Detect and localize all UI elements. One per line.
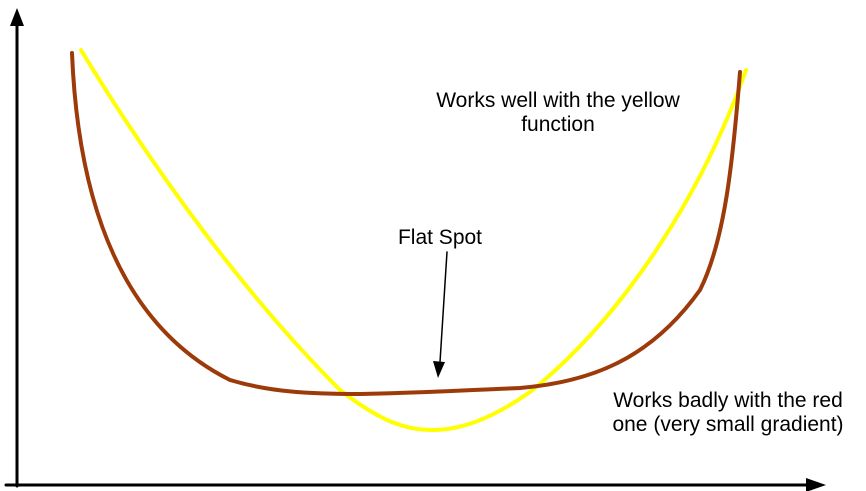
x-axis-arrowhead-icon xyxy=(806,478,826,491)
flat-spot-pointer xyxy=(433,251,448,378)
y-axis-arrowhead-icon xyxy=(10,8,24,26)
red-function-curve xyxy=(70,51,742,396)
axes xyxy=(4,8,826,491)
red-function-annotation: Works badly with the red one (very small… xyxy=(590,389,866,437)
red-annotation-line-1: Works badly with the red xyxy=(613,389,843,412)
yellow-function-curve xyxy=(79,48,748,432)
yellow-annotation-line-2: function xyxy=(521,113,595,136)
yellow-annotation-line-1: Works well with the yellow xyxy=(436,89,680,112)
flat-spot-pointer-shaft xyxy=(439,251,448,363)
flat-spot-annotation: Flat Spot xyxy=(397,226,483,249)
red-annotation-line-2: one (very small gradient) xyxy=(612,413,844,436)
arrow-down-icon xyxy=(433,361,445,378)
yellow-function-annotation: Works well with the yellow function xyxy=(398,89,718,137)
